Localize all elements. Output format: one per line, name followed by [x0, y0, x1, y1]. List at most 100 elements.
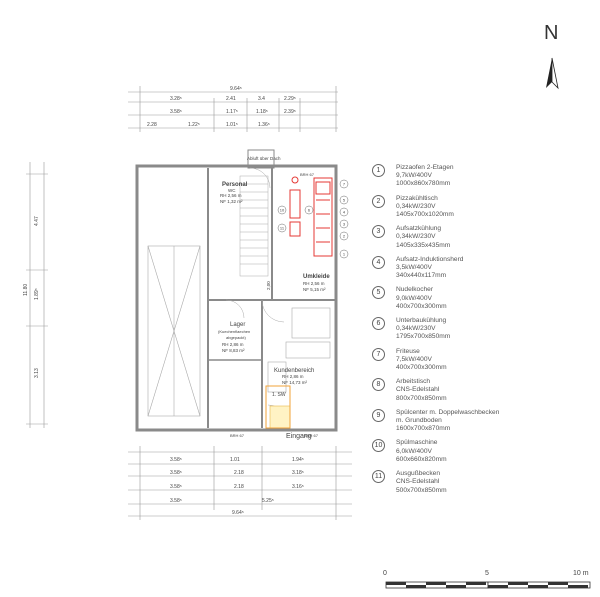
personal-label: Personal [222, 182, 248, 188]
svg-text:5: 5 [343, 198, 346, 203]
dim-bottom-2a: 3.58⁵ [170, 470, 182, 476]
dim-bottom-1a: 3.58⁵ [170, 457, 182, 463]
dim-top-3d: 1.36⁵ [258, 122, 270, 128]
legend-spec: 7,5kW/400V [396, 355, 432, 363]
legend-name: Friteuse [396, 347, 420, 355]
counters [267, 307, 331, 429]
legend-spec: 3,5kW/400V [396, 264, 432, 272]
svg-text:3: 3 [343, 222, 346, 227]
legend-spec: 0,34kW/230V [396, 233, 436, 241]
kunden-label: Kundenbereich [274, 368, 314, 374]
dim-bottom-1b: 1.01 [230, 457, 240, 463]
dim-top-total: 9.64⁵ [230, 86, 242, 92]
bottom-dimension-lines [128, 446, 352, 520]
scale-bar [385, 581, 591, 589]
umkleide-nf: NF 5,15 m² [303, 287, 326, 292]
legend-name: Unterbaukühlung [396, 317, 447, 325]
personal-sub: WC [228, 188, 236, 193]
legend-name: Pizzakühltisch [396, 194, 438, 202]
dim-left-3: 3.13 [34, 368, 40, 378]
svg-text:1: 1 [343, 252, 346, 257]
scale-label-5: 5 [485, 570, 489, 577]
legend-spec: 1600x700x870mm [396, 425, 451, 433]
north-arrow [546, 57, 559, 90]
personal-nf: NF 1,32 m² [220, 199, 243, 204]
dim-top-1d: 2.29⁵ [284, 96, 296, 102]
dim-bottom-2c: 3.18⁵ [292, 470, 304, 476]
legend-number: 8 [372, 378, 385, 392]
legend-spec: 600x660x820mm [396, 455, 447, 463]
legend-number: 1 [372, 164, 385, 177]
umkleide-rh: RH 2,56 m [303, 281, 325, 286]
legend-number: 9 [372, 408, 385, 422]
legend-spec: 340x440x117mm [396, 272, 447, 280]
svg-text:7: 7 [343, 182, 346, 187]
umkleide-label: Umkleide [303, 274, 330, 280]
dim-left-2: 1.89⁵ [34, 288, 40, 300]
dim-left-total: 11.80 [23, 284, 29, 296]
north-label: N [544, 22, 559, 44]
dim-top-3c: 1.01⁵ [226, 122, 238, 128]
legend-spec: m. Grundboden [396, 417, 442, 425]
legend-spec: CNS-Edelstahl [396, 478, 440, 486]
kitchen-equipment [289, 176, 333, 257]
dim-left-1: 4.47 [34, 216, 40, 226]
kunden-nf: NF 14,73 m² [282, 380, 308, 385]
kunden-rh: RH 2,86 m [282, 374, 304, 379]
dim-top-1c: 3.4 [258, 96, 265, 102]
lager-nf: NF 8,83 m² [222, 348, 245, 353]
dim-bottom-total: 9.64⁵ [232, 510, 244, 516]
scale-label-10: 10 m [573, 570, 589, 577]
svg-text:4: 4 [343, 210, 346, 215]
legend-spec: 800x700x850mm [396, 394, 447, 402]
legend-name: Spülcenter m. Doppelwaschbecken [396, 408, 500, 416]
legend-number: 2 [372, 194, 385, 208]
lager-note2: abgepackt) [226, 335, 246, 340]
legend-spec: 1405x700x1020mm [396, 211, 454, 219]
legend-spec: 1405x335x435mm [396, 241, 451, 249]
dim-top-2d: 2.39⁵ [284, 109, 296, 115]
legend-name: Arbeitstisch [396, 378, 431, 386]
legend-number: 6 [372, 317, 385, 331]
legend-spec: 9,7kW/400V [396, 172, 432, 180]
brh-label-3: BRH 67 [304, 433, 319, 438]
building-walls [135, 149, 338, 432]
dim-top-3b: 1.22⁵ [188, 122, 200, 128]
legend-spec: 9,0kW/400V [396, 294, 432, 302]
brh-label-2: BRH 67 [230, 433, 245, 438]
dim-bottom-4b: 5.25⁵ [262, 498, 274, 504]
top-dimension-lines [128, 86, 338, 132]
dim-bottom-3b: 2.18 [234, 484, 244, 490]
dim-top-3a: 2.28 [147, 122, 157, 128]
svg-text:10: 10 [280, 208, 285, 213]
legend-name: Ausgußbecken [396, 470, 440, 478]
dim-bottom-1c: 1.94⁵ [292, 457, 304, 463]
legend-number: 5 [372, 286, 385, 300]
abluft-label: Abluft über Dach [247, 156, 281, 161]
legend-spec: 0,34kW/230V [396, 202, 436, 210]
lager-rh: RH 2,86 m [222, 342, 244, 347]
brh-label-1: BRH 67 [300, 172, 315, 177]
personal-rh: RH 2,56 m [220, 193, 242, 198]
legend-number: 3 [372, 225, 385, 239]
door-height-label: 2,00 [266, 281, 271, 290]
legend-number: 11 [372, 470, 385, 484]
legend-spec: CNS-Edelstahl [396, 386, 440, 394]
dim-bottom-2b: 2.18 [234, 470, 244, 476]
sw-label: 1. SW [272, 392, 286, 398]
staircase [239, 175, 269, 277]
legend-number: 10 [372, 439, 385, 453]
legend-spec: 0,34kW/230V [396, 325, 436, 333]
legend-name: Nudelkocher [396, 286, 434, 294]
